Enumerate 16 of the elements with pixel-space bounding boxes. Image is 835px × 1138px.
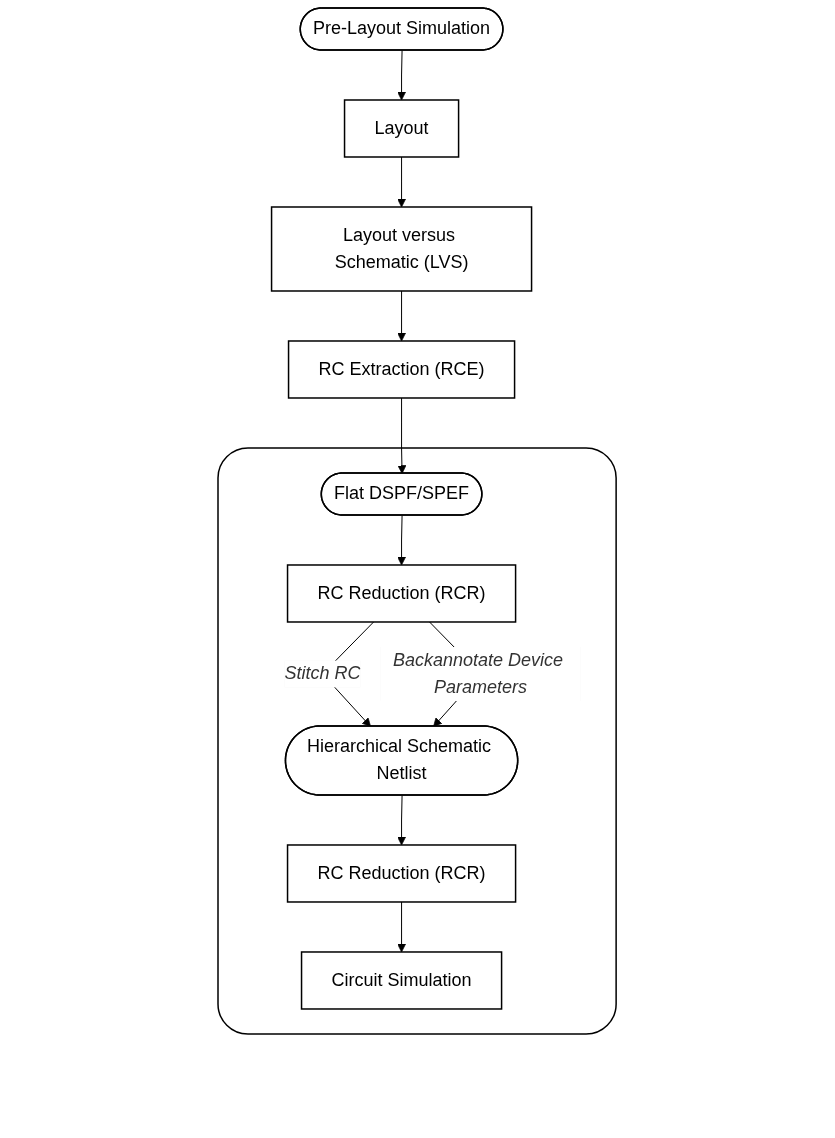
node-box: RC Reduction (RCR) <box>287 564 517 623</box>
arrow <box>397 156 407 208</box>
node-box: RC Extraction (RCE) <box>288 340 516 399</box>
node-box: Circuit Simulation <box>301 951 503 1010</box>
node-box: Layout <box>344 99 460 158</box>
cluster <box>217 447 618 1035</box>
arrow <box>397 290 407 342</box>
node-box: RC Reduction (RCR) <box>287 844 517 903</box>
edge-label: Backannotate Device Parameters <box>393 649 564 697</box>
arrow <box>397 901 407 953</box>
arrow <box>397 397 407 474</box>
arrow <box>397 50 407 101</box>
arrow <box>397 515 407 566</box>
arrow <box>397 795 407 846</box>
node-box: Layout versus Schematic (LVS) <box>271 206 533 292</box>
edge-label: Stitch RC <box>284 663 362 684</box>
